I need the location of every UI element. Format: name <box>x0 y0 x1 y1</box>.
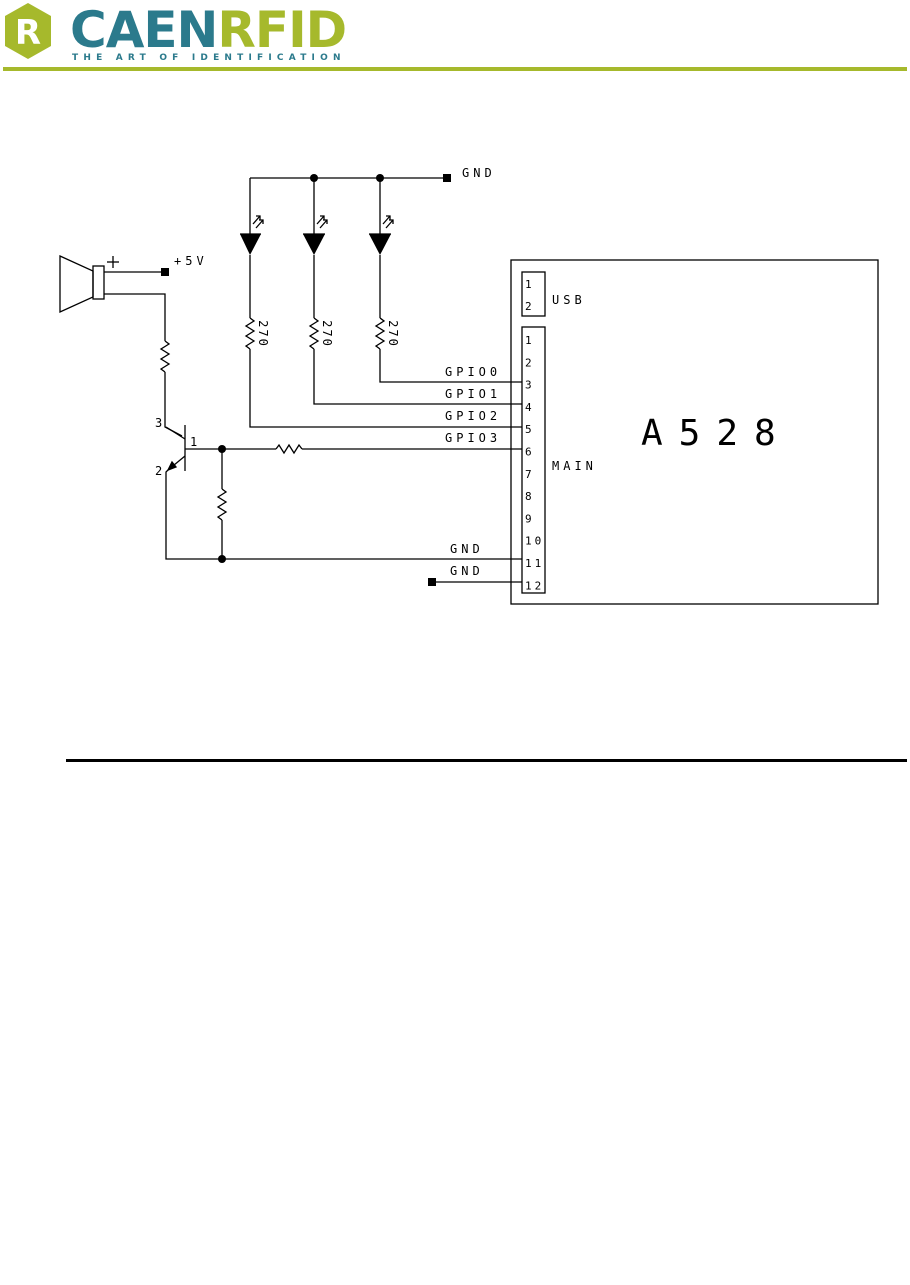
main-pin-8: 8 <box>525 490 535 503</box>
transistor-pin2-label: 2 <box>155 464 162 478</box>
resistor-270-gpio2 <box>246 318 254 349</box>
transistor-pin1-label: 1 <box>190 435 197 449</box>
circuit-schematic: GND +5V 270 270 270 GPIO0 GPIO1 GPIO2 GP… <box>0 0 910 760</box>
main-pin-12: 12 <box>525 579 544 592</box>
gpio2-label: GPIO2 <box>445 409 501 423</box>
main-pin-1: 1 <box>525 334 535 347</box>
main-pin-10: 10 <box>525 535 544 548</box>
plus5v-label: +5V <box>174 254 208 268</box>
led-1-icon <box>303 234 325 255</box>
main-pin-7: 7 <box>525 468 535 481</box>
usb-label: USB <box>552 293 586 307</box>
resistor-270-gpio0-label: 270 <box>386 320 400 348</box>
main-pin-4: 4 <box>525 401 535 414</box>
resistor-speaker <box>161 341 169 372</box>
main-pin-5: 5 <box>525 423 535 436</box>
gnd-pin12-label: GND <box>450 564 484 578</box>
gpio1-label: GPIO1 <box>445 387 501 401</box>
usb-pin-labels: 12 <box>525 278 532 313</box>
gnd-terminal <box>443 174 451 182</box>
led-2-light-arrows-icon <box>383 216 393 228</box>
resistor-270-gpio0 <box>376 318 384 349</box>
resistor-270-gpio1 <box>310 318 318 349</box>
speaker-icon <box>60 256 104 312</box>
led-0-light-arrows-icon <box>253 216 263 228</box>
led-1-light-arrows-icon <box>317 216 327 228</box>
led-2-icon <box>369 234 391 255</box>
led-0-icon <box>240 234 261 255</box>
main-pin-2: 2 <box>525 356 535 369</box>
junction-dots <box>218 174 384 563</box>
section-divider <box>66 759 907 762</box>
gpio3-label: GPIO3 <box>445 431 501 445</box>
gnd-pin12-terminal <box>428 578 436 586</box>
main-pin-3: 3 <box>525 379 535 392</box>
resistor-pulldown <box>218 489 226 520</box>
wire-speaker-resistor <box>104 294 165 341</box>
main-pin-11: 11 <box>525 557 544 570</box>
main-pin-6: 6 <box>525 446 535 459</box>
usb-pin-1: 1 <box>525 278 532 291</box>
transistor-pin3-label: 3 <box>155 416 162 430</box>
resistor-base <box>276 445 302 453</box>
main-pin-9: 9 <box>525 512 535 525</box>
usb-pin-2: 2 <box>525 300 532 313</box>
gnd-top-label: GND <box>462 166 496 180</box>
gnd-pin11-label: GND <box>450 542 484 556</box>
plus5v-terminal <box>161 268 169 276</box>
main-label: MAIN <box>552 459 597 473</box>
resistor-270-gpio2-label: 270 <box>256 320 270 348</box>
resistor-270-gpio1-label: 270 <box>320 320 334 348</box>
module-name: A528 <box>641 413 792 454</box>
gpio0-label: GPIO0 <box>445 365 501 379</box>
